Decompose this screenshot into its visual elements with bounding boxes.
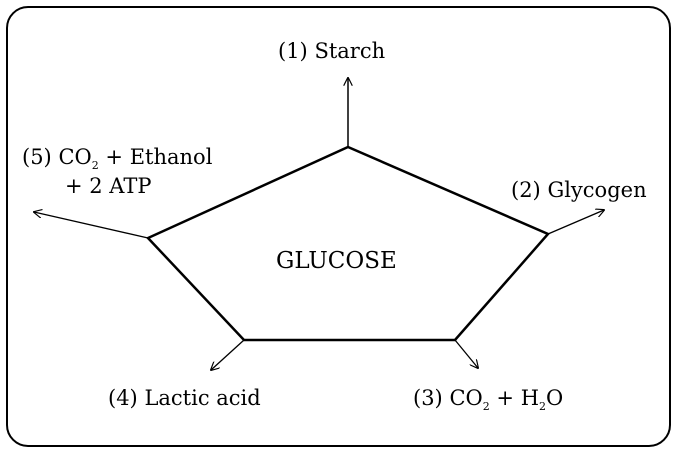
arrow-to-co2-h2o (454, 339, 478, 368)
glucose-label: GLUCOSE (276, 248, 397, 274)
arrow-to-glycogen (547, 210, 604, 235)
product-ethanol-label-line1: (5) CO2 + Ethanol (22, 145, 213, 172)
product-starch-label: (1) Starch (278, 39, 386, 63)
diagram-frame (6, 6, 671, 447)
product-ethanol-label-line2: + 2 ATP (65, 174, 152, 198)
product-co2-h2o-label: (3) CO2 + H2O (413, 386, 564, 413)
product-glycogen-label: (2) Glycogen (511, 178, 647, 202)
glucose-pentagon (145, 145, 551, 342)
product-lactic-acid-label: (4) Lactic acid (108, 386, 261, 410)
arrow-to-lactic-acid (211, 339, 245, 370)
arrow-to-ethanol (34, 212, 149, 239)
